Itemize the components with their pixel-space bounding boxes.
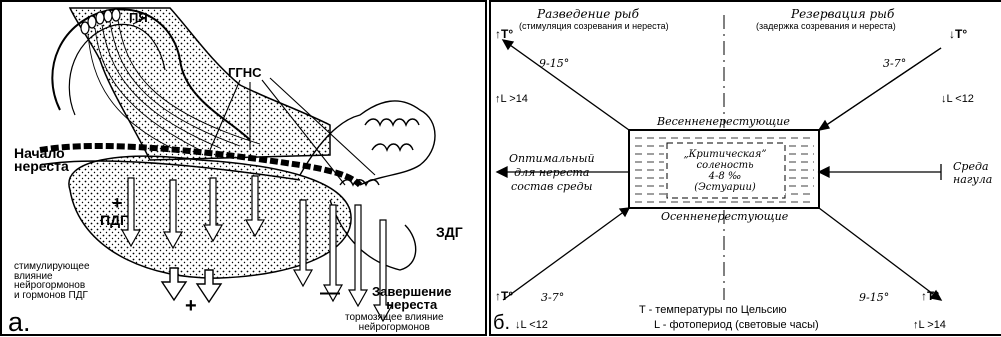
optimal-environment-label: Оптимальный для нереста состав среды [509,152,595,194]
legend-photoperiod: L - фотопериод (световые часы) [654,320,819,331]
label-pya: ПЯ [129,11,148,24]
stimulating-influence-text: стимулирующее влияние нейрогормонов и го… [14,262,90,300]
legend-temperature: T - температуры по Цельсию [639,305,787,316]
temp-bottom-right: 9-15° [859,292,889,303]
t-symbol-top-left: ↑T° [495,28,513,40]
panel-a-letter: а. [8,309,31,336]
breeding-subtitle: (стимуляция созревания и нереста) [519,22,669,31]
label-start-spawning: Начало нереста [14,147,69,173]
t-symbol-bottom-left: ↑T° [495,290,513,302]
plus-upper: + [112,194,123,212]
label-ggns: ГГНС [228,66,262,79]
feeding-environment-label: Среда нагула [953,160,992,186]
spring-spawners-label: Весенненерестующие [657,116,790,127]
panel-a: ПЯ ГГНС Начало нереста + ПДГ ЗДГ стимули… [0,0,487,336]
photoperiod-bottom-left: ↓L <12 [515,320,548,331]
autumn-spawners-label: Осенненерестующие [661,211,788,222]
photoperiod-top-left: ↑L >14 [495,94,528,105]
inhibiting-influence-text: тормозящее влияние нейрогормонов [345,313,444,333]
t-symbol-bottom-right: ↑T° [921,290,939,302]
panel-b-letter: б. [493,313,510,333]
critical-salinity-text: „Критическая” соленость 4-8 ‰ (Эстуарии) [675,149,775,193]
photoperiod-bottom-right: ↑L >14 [913,320,946,331]
label-zdg: ЗДГ [436,225,463,239]
photoperiod-top-right: ↓L <12 [941,94,974,105]
minus-sign: — [320,283,340,303]
temp-bottom-left: 3-7° [541,292,564,303]
plus-lower: + [185,296,197,316]
temp-top-right: 3-7° [883,58,906,69]
label-end-spawning: Завершение нереста [372,285,452,311]
label-pdg: ПДГ [100,213,128,227]
t-symbol-top-right: ↓T° [949,28,967,40]
reservation-title: Резервация рыб [791,8,894,20]
reservation-subtitle: (задержка созревания и нереста) [756,22,896,31]
panel-b: ↑T° Разведение рыб (стимуляция созревани… [489,0,1001,336]
temp-top-left: 9-15° [539,58,569,69]
breeding-title: Разведение рыб [537,8,639,20]
